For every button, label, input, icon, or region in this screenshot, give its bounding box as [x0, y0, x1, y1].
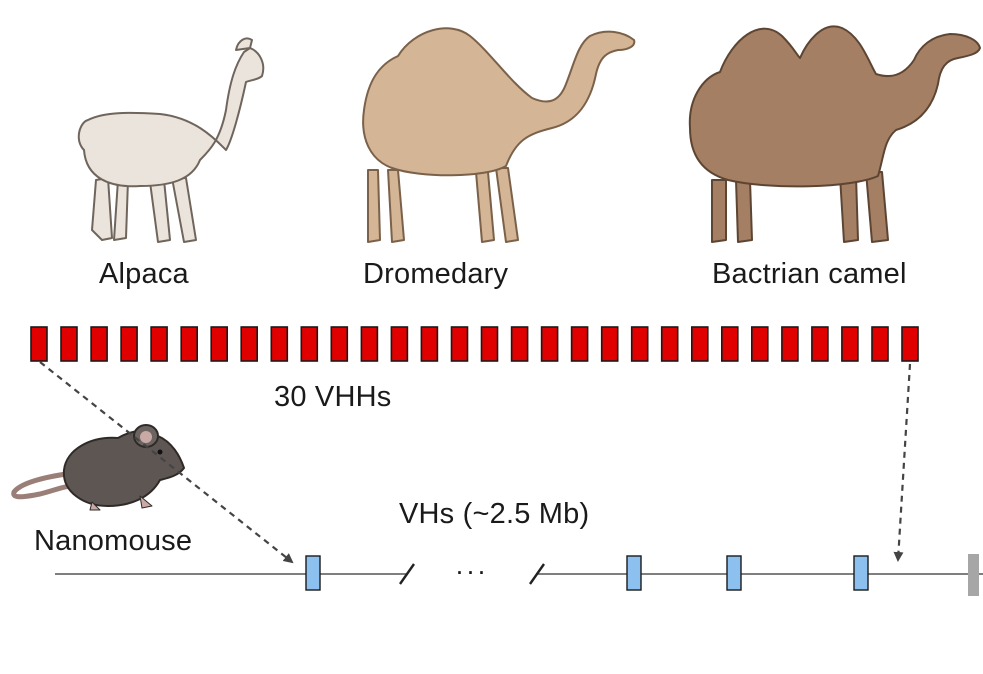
vhh-block	[872, 327, 888, 361]
vhh-block	[632, 327, 648, 361]
vhh-block	[31, 327, 47, 361]
vhh-block	[902, 327, 918, 361]
vhh-block	[271, 327, 287, 361]
vhh-block	[211, 327, 227, 361]
vh-blocks	[306, 556, 868, 590]
alpaca-label: Alpaca	[99, 258, 189, 291]
vhh-block	[391, 327, 407, 361]
dromedary-label: Dromedary	[363, 258, 508, 291]
vhh-block	[662, 327, 678, 361]
vhh-block	[482, 327, 498, 361]
vh-block	[727, 556, 741, 590]
vhh-count-label: 30 VHHs	[274, 381, 391, 414]
vh-block	[854, 556, 868, 590]
vhh-block	[61, 327, 77, 361]
bactrian-camel-icon	[690, 26, 980, 242]
vh-locus-label: VHs (~2.5 Mb)	[399, 498, 589, 531]
vhh-block	[842, 327, 858, 361]
vhh-block	[361, 327, 377, 361]
vhh-block	[782, 327, 798, 361]
vhh-block	[692, 327, 708, 361]
vhh-block	[452, 327, 468, 361]
vhh-block	[331, 327, 347, 361]
vhh-block	[91, 327, 107, 361]
vhh-block	[752, 327, 768, 361]
gap-ellipsis: ···	[455, 556, 488, 587]
locus-end-marker	[968, 554, 979, 596]
mouse-icon	[14, 425, 184, 510]
vhh-block	[121, 327, 137, 361]
bactrian-camel-label: Bactrian camel	[712, 258, 907, 291]
vhh-block-row	[31, 327, 918, 361]
vhh-block	[151, 327, 167, 361]
arrow-bactrian-to-locus	[898, 364, 910, 560]
vhh-block	[542, 327, 558, 361]
dromedary-icon	[363, 28, 634, 242]
vhh-block	[301, 327, 317, 361]
vh-block	[627, 556, 641, 590]
vhh-block	[722, 327, 738, 361]
vhh-block	[572, 327, 588, 361]
vh-block	[306, 556, 320, 590]
vhh-block	[241, 327, 257, 361]
alpaca-icon	[79, 38, 263, 242]
vhh-block	[812, 327, 828, 361]
nanomouse-label: Nanomouse	[34, 525, 192, 558]
vhh-block	[602, 327, 618, 361]
vhh-block	[421, 327, 437, 361]
vhh-block	[181, 327, 197, 361]
vhh-block	[512, 327, 528, 361]
